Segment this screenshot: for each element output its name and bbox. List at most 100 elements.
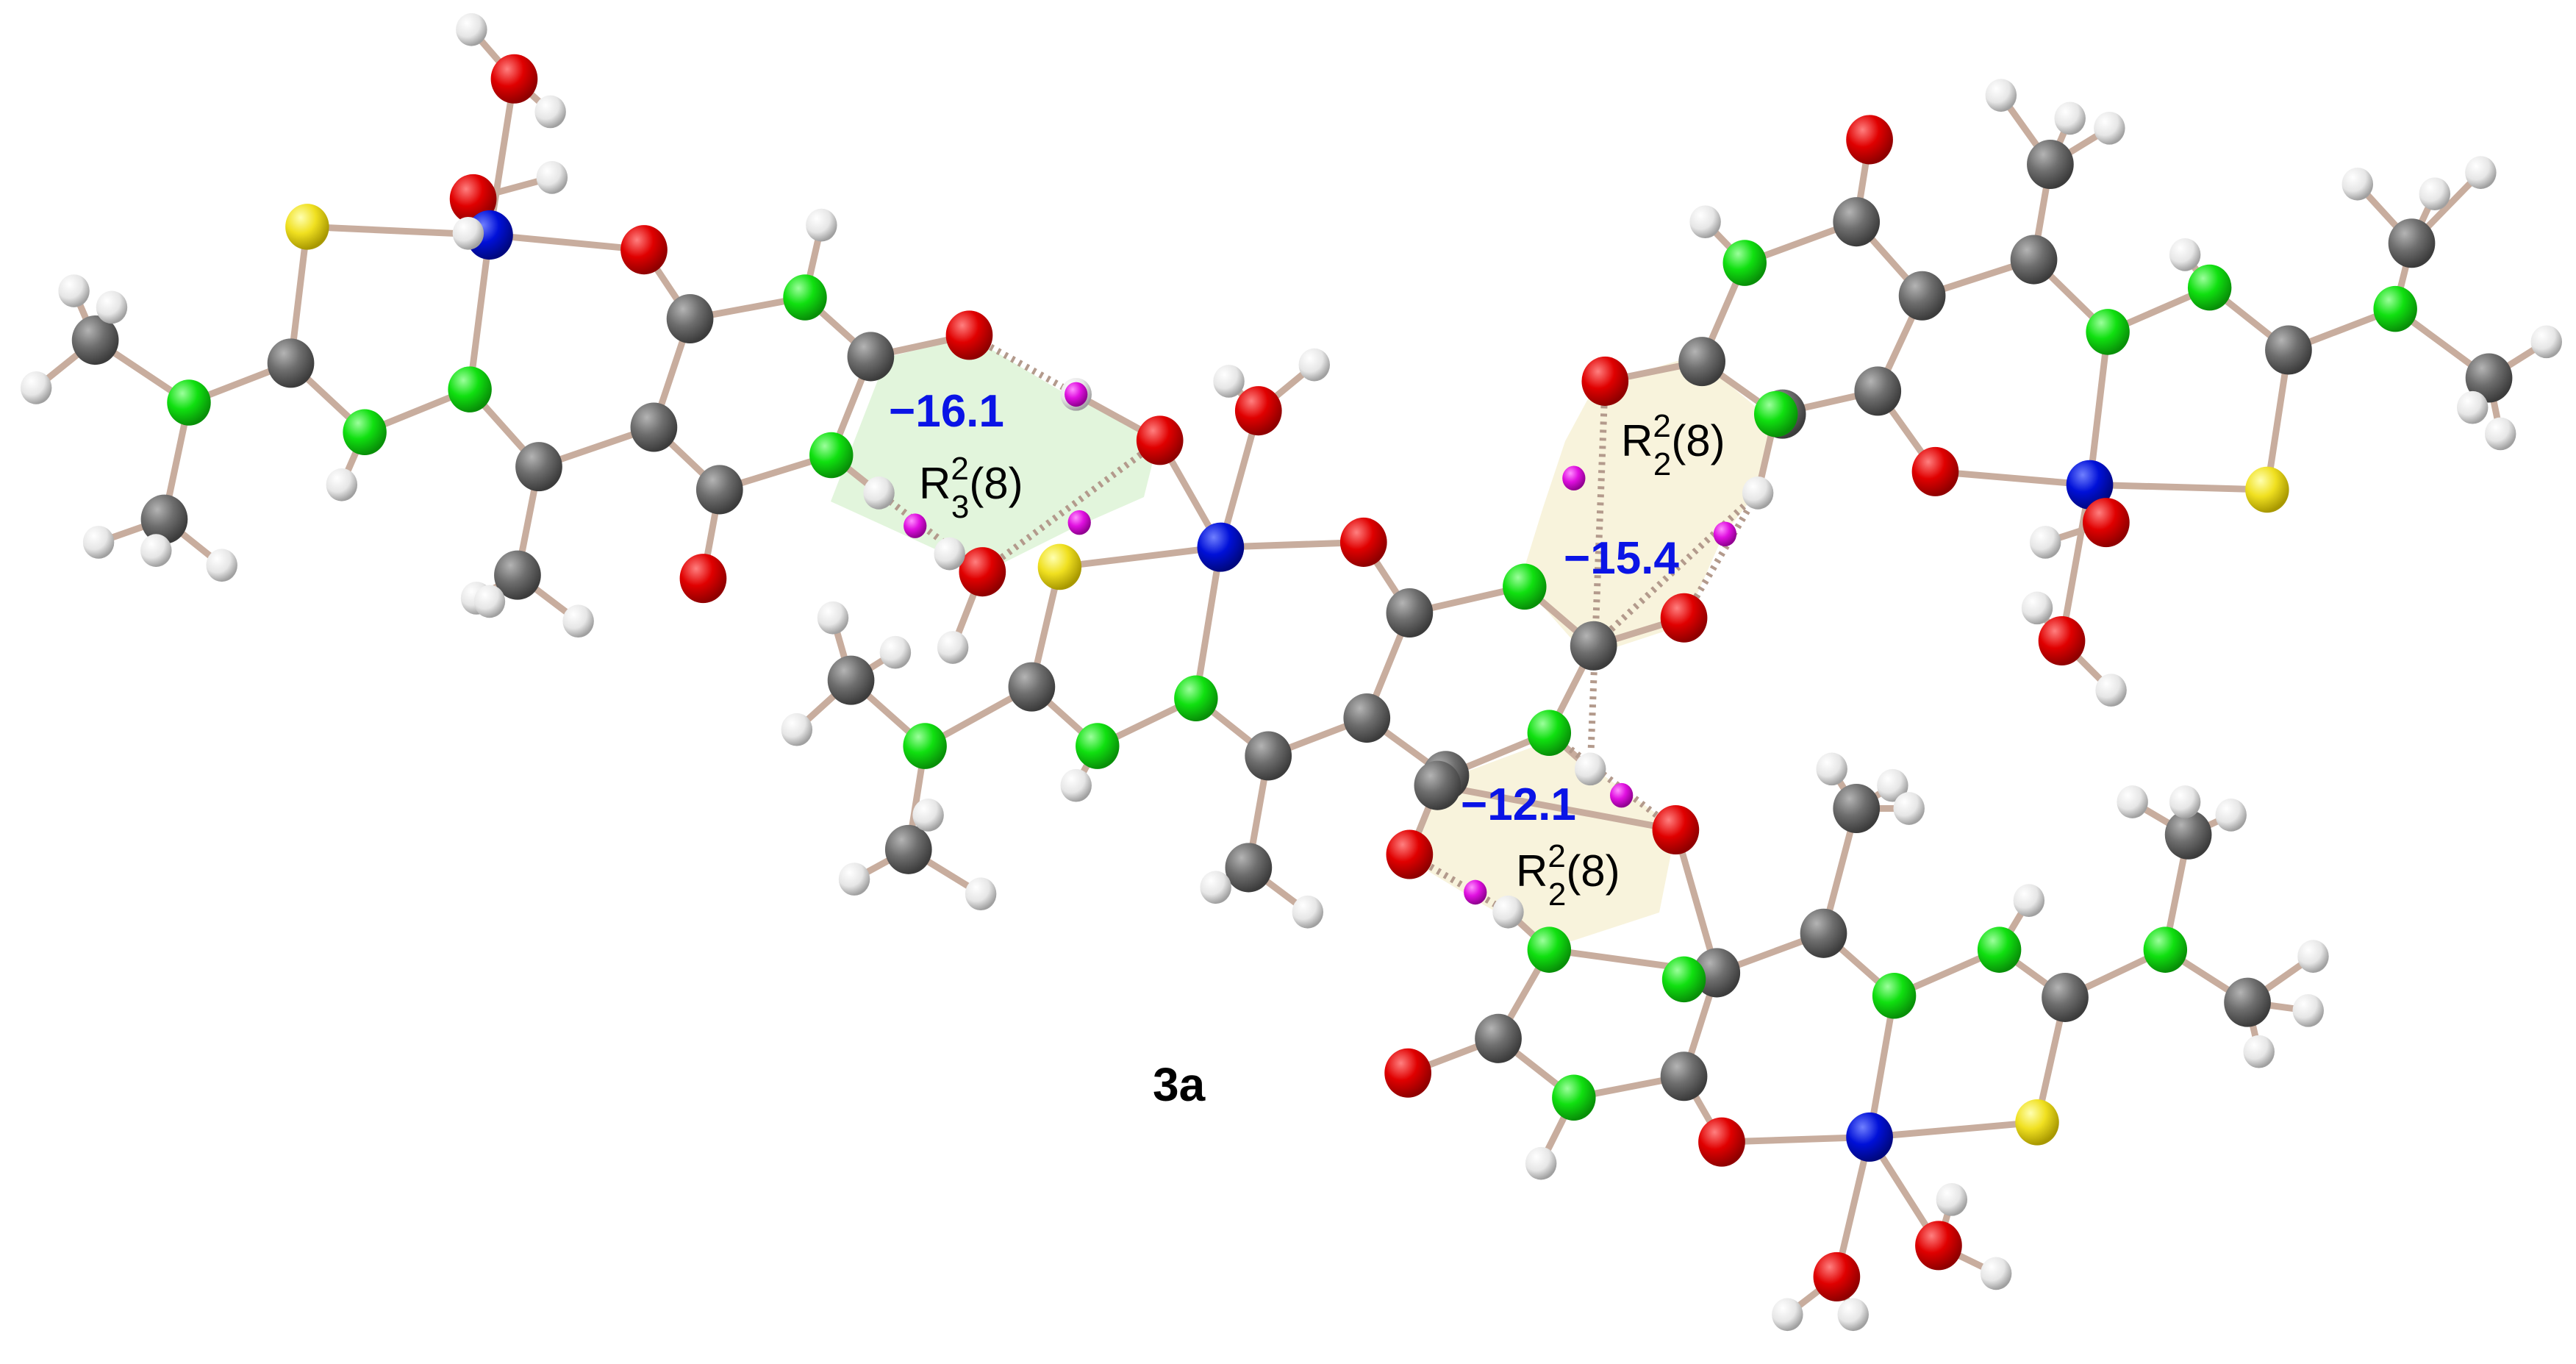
oxygen-atom <box>1846 115 1893 165</box>
hydrogen-atom <box>2215 799 2247 832</box>
hydrogen-bond <box>876 490 985 575</box>
hydrogen-atom <box>2243 1035 2275 1068</box>
oxygen-atom <box>490 54 538 104</box>
carbon-atom <box>847 332 895 382</box>
hydrogen-atom <box>58 274 90 307</box>
hydrogen-atom <box>2117 785 2148 818</box>
hydrogen-atom <box>562 604 594 638</box>
atoms <box>20 13 2563 1332</box>
oxygen-atom <box>1698 1117 1745 1167</box>
nitrogen-atom <box>1661 956 1706 1003</box>
hydrogen-atom <box>2021 591 2053 625</box>
nitrogen-atom <box>1872 972 1917 1019</box>
hydrogen-atom <box>2465 156 2497 189</box>
carbon-atom <box>2164 810 2212 860</box>
metal-atom <box>2066 460 2114 510</box>
nitrogen-atom <box>2373 285 2417 332</box>
hydrogen-atom <box>879 635 912 669</box>
hydrogen-atom <box>1893 792 1925 825</box>
carbon-atom <box>2265 325 2312 375</box>
carbon-atom <box>1833 783 1881 833</box>
hydrogen-atom <box>817 601 849 635</box>
oxygen-atom <box>679 554 727 604</box>
hydrogen-atom <box>806 208 837 242</box>
metal-atom <box>1846 1112 1893 1162</box>
hydrogen-atom <box>140 534 172 567</box>
nitrogen-atom <box>1527 710 1572 756</box>
covalent-bond <box>1192 543 1224 702</box>
hbond-midpoint-marker <box>1464 879 1487 905</box>
nitrogen-atom <box>1552 1074 1596 1121</box>
oxygen-atom <box>1136 415 1184 465</box>
nitrogen-atom <box>2086 309 2130 355</box>
carbon-atom <box>1570 621 1617 671</box>
carbon-atom <box>1678 337 1725 387</box>
compound-label: 3a <box>1153 1058 1206 1111</box>
hydrogen-atom <box>96 290 128 324</box>
hydrogen-atom <box>1492 895 1524 929</box>
carbon-atom <box>2388 218 2436 268</box>
carbon-atom <box>71 315 119 365</box>
carbon-atom <box>2010 235 2058 285</box>
hydrogen-atom <box>838 863 870 896</box>
carbon-atom <box>1225 843 1273 893</box>
hydrogen-atom <box>1689 205 1721 239</box>
hydrogen-atom <box>1772 1298 1803 1332</box>
sulfur-atom <box>2245 466 2289 513</box>
hydrogen-atom <box>1980 1257 2012 1290</box>
nitrogen-atom <box>1076 723 1120 769</box>
hydrogen-atom <box>937 631 969 664</box>
hbond-midpoint-marker <box>1065 382 1088 407</box>
carbon-atom <box>515 442 562 492</box>
carbon-atom <box>2465 353 2513 403</box>
oxygen-atom <box>1915 1221 1962 1271</box>
oxygen-atom <box>1581 356 1629 406</box>
oxygen-atom <box>2038 616 2086 666</box>
hydrogen-atom <box>20 371 52 404</box>
carbon-atom <box>1343 693 1391 743</box>
nitrogen-atom <box>809 432 854 479</box>
nitrogen-atom <box>343 409 387 456</box>
carbon-atom <box>1475 1013 1522 1063</box>
carbon-atom <box>666 294 714 344</box>
hydrogen-atom <box>2419 177 2451 211</box>
carbon-atom <box>827 655 875 705</box>
carbon-atom <box>1245 731 1292 781</box>
hydrogen-atom <box>781 713 813 746</box>
covalent-bond <box>466 232 493 393</box>
hydrogen-atom <box>1574 752 1606 786</box>
oxygen-atom <box>1339 517 1387 567</box>
covalent-bond <box>1217 538 1367 551</box>
hydrogen-atom <box>1936 1182 1968 1216</box>
hydrogen-atom <box>1985 79 2017 112</box>
oxygen-atom <box>1660 593 1708 643</box>
covalent-bond <box>2086 481 2271 493</box>
hbond-midpoint-marker <box>904 513 927 538</box>
hydrogen-atom <box>456 13 487 46</box>
covalent-bond <box>1931 468 2094 488</box>
nitrogen-atom <box>1753 390 1798 438</box>
hydrogen-atom <box>82 526 115 559</box>
carbon-atom <box>1414 760 1461 810</box>
nitrogen-atom <box>1722 240 1767 286</box>
hydrogen-atom <box>2029 526 2061 559</box>
nitrogen-atom <box>1174 675 1218 722</box>
hydrogen-atom <box>473 585 506 618</box>
oxygen-atom <box>1911 446 1959 496</box>
carbon-atom <box>2027 139 2074 189</box>
nitrogen-atom <box>2143 926 2188 973</box>
sulfur-atom <box>285 204 329 250</box>
energy-label: −15.4 <box>1564 533 1679 584</box>
covalent-bond <box>1056 543 1224 571</box>
carbon-atom <box>1854 366 1902 416</box>
hbond-midpoint-marker <box>1713 521 1737 547</box>
oxygen-atom <box>2083 498 2130 548</box>
nitrogen-atom <box>1977 926 2022 973</box>
carbon-atom <box>1008 662 1056 712</box>
oxygen-atom <box>959 547 1006 597</box>
carbon-atom <box>1898 271 1946 321</box>
